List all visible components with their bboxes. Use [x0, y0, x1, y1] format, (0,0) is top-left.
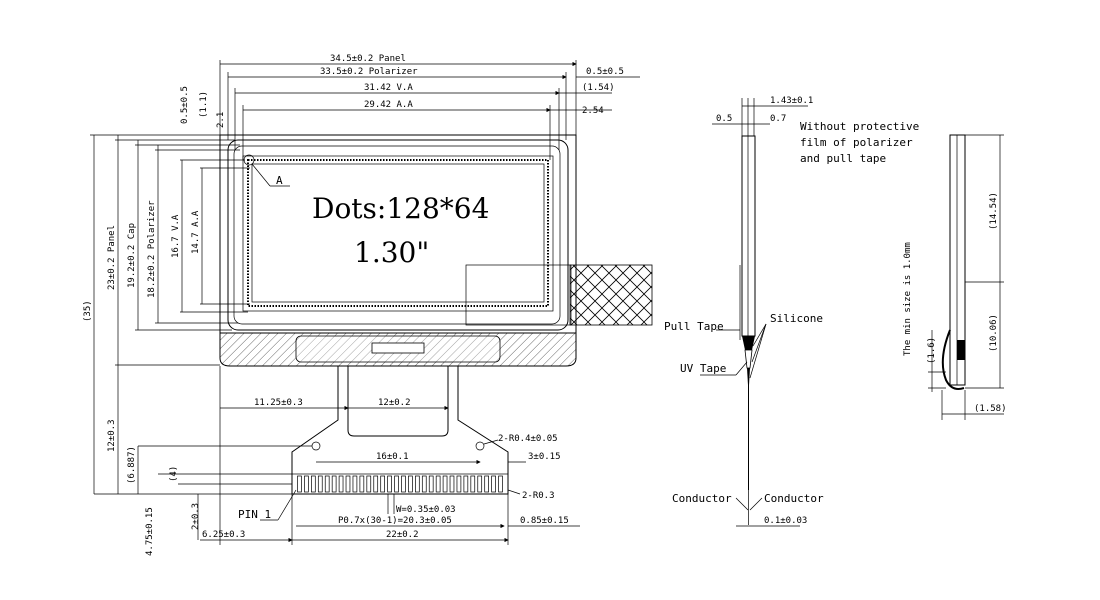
- dim-va-right: (1.54): [582, 83, 615, 93]
- pin-finger: [415, 475, 420, 493]
- crosshatch-area: [569, 264, 653, 326]
- dim-fpc-width: 12±0.2: [378, 398, 411, 408]
- silicone-label: Silicone: [770, 312, 823, 325]
- pin-finger: [435, 475, 441, 493]
- bend-dim-h3: (1.6): [927, 337, 937, 364]
- pin-finger: [491, 475, 496, 493]
- detail-box: [465, 264, 572, 326]
- pin-finger: [449, 475, 455, 493]
- side-dim-left: 0.5: [716, 114, 732, 124]
- dim-va-width: 31.42 V.A: [364, 83, 413, 93]
- pin-finger: [304, 475, 309, 493]
- pin-finger: [477, 475, 483, 493]
- pin-finger: [421, 475, 427, 493]
- dim-va-height: 16.7 V.A: [171, 214, 181, 258]
- pin-finger: [484, 475, 489, 493]
- pin-finger: [470, 475, 476, 493]
- pin-finger: [442, 475, 448, 493]
- pin-finger: [428, 475, 434, 493]
- bend-dim-h2: (10.06): [989, 314, 999, 352]
- dim-pin-left: 6.25±0.3: [202, 530, 245, 540]
- dim-fpc-left: 11.25±0.3: [254, 398, 303, 408]
- side-note-line1: Without protective: [800, 120, 919, 133]
- dim-top-c: 2.1: [216, 112, 226, 128]
- dim-top-b: (1.1): [199, 91, 209, 118]
- dim-cap-height: 19.2±0.2 Cap: [127, 223, 137, 288]
- pin-finger: [394, 475, 399, 493]
- pin-finger: [498, 475, 503, 493]
- dim-pin-width: W=0.35±0.03: [396, 505, 456, 515]
- bend-dim-h1: (14.54): [989, 192, 999, 230]
- pin-finger: [456, 475, 462, 493]
- display-size-label: 1.30": [354, 236, 429, 269]
- front-view: 34.5±0.2 Panel 33.5±0.2 Polarizer 0.5±0.…: [83, 54, 653, 556]
- pin-fingers: [297, 475, 503, 493]
- pin-finger: [401, 475, 406, 493]
- dim-fpc-height: 12±0.3: [107, 419, 117, 452]
- pin-finger: [324, 475, 330, 493]
- dim-polarizer-height: 18.2±0.2 Polarizer: [147, 200, 157, 298]
- pin-finger: [352, 475, 358, 493]
- dim-fpc-b: (4): [169, 466, 179, 482]
- pin-finger: [387, 475, 392, 493]
- dim-aa-right: 2.54: [582, 106, 604, 116]
- pin1-label: PIN 1: [238, 508, 271, 521]
- detail-a-label: A: [276, 174, 283, 187]
- pin-finger: [463, 475, 469, 493]
- fpc-outline: [291, 366, 509, 495]
- bend-dim-w: (1.58): [974, 404, 1007, 414]
- side-dim-bottom: 0.1±0.03: [764, 516, 807, 526]
- dim-aa-width: 29.42 A.A: [364, 100, 413, 110]
- conductor-left-label: Conductor: [672, 492, 732, 505]
- pin-finger: [338, 475, 344, 493]
- pin-finger: [373, 475, 379, 493]
- dim-polarizer-width: 33.5±0.2 Polarizer: [320, 67, 418, 77]
- uv-tape-label: UV Tape: [680, 362, 726, 375]
- dim-hole-offset: 3±0.15: [528, 452, 561, 462]
- side-note-line2: film of polarizer: [800, 136, 913, 149]
- pull-tape-label: Pull Tape: [664, 320, 724, 333]
- dim-panel-height: 23±0.2 Panel: [107, 225, 117, 290]
- dim-fpc-c: 2±0.3: [191, 503, 201, 530]
- detail-a-circle: [243, 154, 255, 166]
- dim-fpc-a: (6.887): [127, 446, 137, 484]
- dim-panel-width: 34.5±0.2 Panel: [330, 54, 406, 64]
- dots-label: Dots:128*64: [312, 192, 489, 225]
- dim-pin-pitch: P0.7x(30-1)=20.3±0.05: [338, 516, 452, 526]
- pin-finger: [297, 475, 302, 493]
- side-dim-right: 0.7: [770, 114, 786, 124]
- pin-finger: [380, 475, 385, 493]
- dim-finger-width: 22±0.2: [386, 530, 419, 540]
- ic-chip: [371, 342, 425, 354]
- bend-min-size: The min size is 1.0mm: [903, 242, 913, 356]
- fpc-hole-left: [311, 441, 321, 451]
- dim-hole-pitch: 16±0.1: [376, 452, 409, 462]
- pin-finger: [331, 475, 337, 493]
- side-dim-total: 1.43±0.1: [770, 96, 813, 106]
- dim-pin-right: 0.85±0.15: [520, 516, 569, 526]
- dim-top-a: 0.5±0.5: [180, 86, 190, 124]
- conductor-right-label: Conductor: [764, 492, 824, 505]
- pin-finger: [408, 475, 413, 493]
- side-note-line3: and pull tape: [800, 152, 886, 165]
- fpc-neck: [347, 366, 449, 437]
- bend-view: (14.54) (10.06) The min size is 1.0mm (1…: [903, 134, 1007, 420]
- dim-fpc-d: 4.75±0.15: [145, 507, 155, 556]
- fpc-hole-right: [475, 441, 485, 451]
- dim-corner-radius: 2-R0.3: [522, 491, 555, 501]
- side-view: 1.43±0.1 0.5 0.7 Without protective film…: [664, 96, 919, 527]
- dim-total-height: (35): [83, 300, 93, 322]
- pin-finger: [359, 475, 365, 493]
- pin-finger: [366, 475, 372, 493]
- pin-finger: [345, 475, 351, 493]
- pin-finger: [317, 475, 323, 493]
- dim-polarizer-offset: 0.5±0.5: [586, 67, 624, 77]
- dim-hole-radius: 2-R0.4±0.05: [498, 434, 558, 444]
- pin-finger: [311, 475, 316, 493]
- dim-aa-height: 14.7 A.A: [191, 210, 201, 254]
